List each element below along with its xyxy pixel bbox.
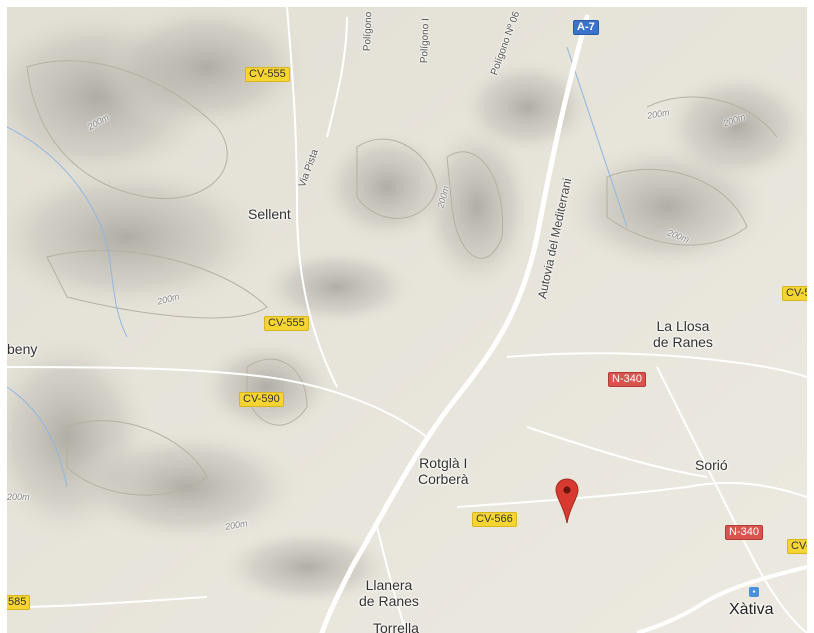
road-shield-a7: A-7 [573, 20, 599, 35]
road-shield-cv555: CV-555 [245, 67, 290, 82]
town-label-rotgla-i-corbera: Rotglà I Corberà [418, 455, 469, 487]
motorway-a7 [319, 14, 590, 633]
road-shield-cv555: CV-555 [264, 316, 309, 331]
map-canvas[interactable]: C Polígono Polígono I Polígono Nº 06 Via… [7, 7, 807, 633]
town-label-sellent: Sellent [248, 206, 291, 222]
road-shield-cv5: CV-5 [782, 286, 807, 301]
minor-roads [7, 7, 807, 633]
town-label-xativa: Xàtiva [729, 601, 774, 618]
national-road-n340 [636, 565, 807, 633]
relief-shading [7, 7, 807, 607]
town-label-la-llosa-de-ranes: La Llosa de Ranes [653, 318, 713, 350]
town-label-llanera-de-ranes: Llanera de Ranes [359, 577, 419, 609]
road-shield-n340: N-340 [725, 525, 763, 540]
contour-label: 200m [7, 492, 30, 502]
terrain-layer [7, 7, 807, 633]
location-pin-icon[interactable] [555, 478, 579, 524]
town-label-torrella: Torrella [373, 620, 419, 633]
contour-lines [26, 60, 778, 496]
road-shield-cv566: CV-566 [472, 512, 517, 527]
street-label-poligono-1: Polígono [362, 11, 375, 52]
street-label-poligono-2: Polígono I [419, 17, 432, 64]
road-shield-cv590: CV-590 [239, 392, 284, 407]
road-shield-n340: N-340 [608, 372, 646, 387]
town-label-sorio: Sorió [695, 457, 728, 473]
road-shield-cv: CV- [787, 539, 807, 554]
train-station-icon[interactable]: ▪ [749, 587, 759, 597]
town-label-beny: beny [7, 341, 38, 357]
road-shield-585: 585 [7, 595, 31, 610]
